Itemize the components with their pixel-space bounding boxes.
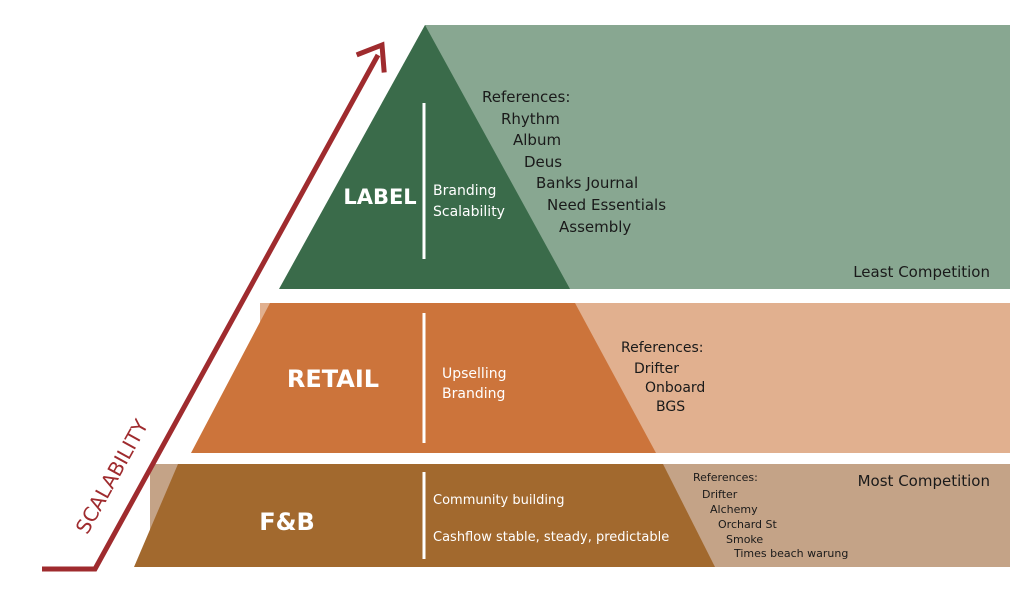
retail-trait-1: Upselling: [442, 366, 506, 382]
fb-reference-4: Smoke: [726, 533, 763, 546]
label-trait-1: Branding: [433, 183, 496, 199]
label-reference-3: Deus: [524, 153, 562, 171]
retail-title: RETAIL: [287, 365, 379, 393]
label-reference-5: Need Essentials: [547, 196, 666, 214]
retail-reference-1: Drifter: [634, 361, 679, 377]
fb-trait-2: Cashflow stable, steady, predictable: [433, 530, 669, 545]
label-references-title: References:: [482, 88, 570, 106]
fb-reference-1: Drifter: [702, 488, 738, 501]
label-reference-2: Album: [513, 131, 561, 149]
fb-reference-2: Alchemy: [710, 503, 758, 516]
retail-reference-3: BGS: [656, 399, 685, 415]
scalability-arrow-shaft: [42, 53, 381, 572]
least-competition-note: Least Competition: [853, 263, 990, 281]
tier-label: LABEL Branding Scalability References: R…: [279, 25, 1010, 289]
label-reference-1: Rhythm: [501, 110, 560, 128]
label-reference-6: Assembly: [559, 218, 631, 236]
retail-references-title: References:: [621, 340, 704, 356]
retail-reference-2: Onboard: [645, 380, 705, 396]
label-trait-2: Scalability: [433, 204, 505, 220]
scalability-axis-label: SCALABILITY: [71, 415, 154, 538]
label-title: LABEL: [343, 185, 416, 209]
scalability-arrow-head: [355, 41, 387, 73]
most-competition-note: Most Competition: [858, 472, 990, 490]
fb-trait-1: Community building: [433, 493, 564, 508]
label-reference-4: Banks Journal: [536, 174, 638, 192]
tier-retail: RETAIL Upselling Branding References: Dr…: [191, 303, 1010, 453]
tier-fb: F&B Community building Cashflow stable, …: [134, 464, 1010, 567]
fb-reference-5: Times beach warung: [733, 547, 848, 560]
fb-references-title: References:: [693, 471, 758, 484]
retail-trait-2: Branding: [442, 386, 505, 402]
fb-title: F&B: [259, 508, 315, 536]
fb-reference-3: Orchard St: [718, 518, 777, 531]
